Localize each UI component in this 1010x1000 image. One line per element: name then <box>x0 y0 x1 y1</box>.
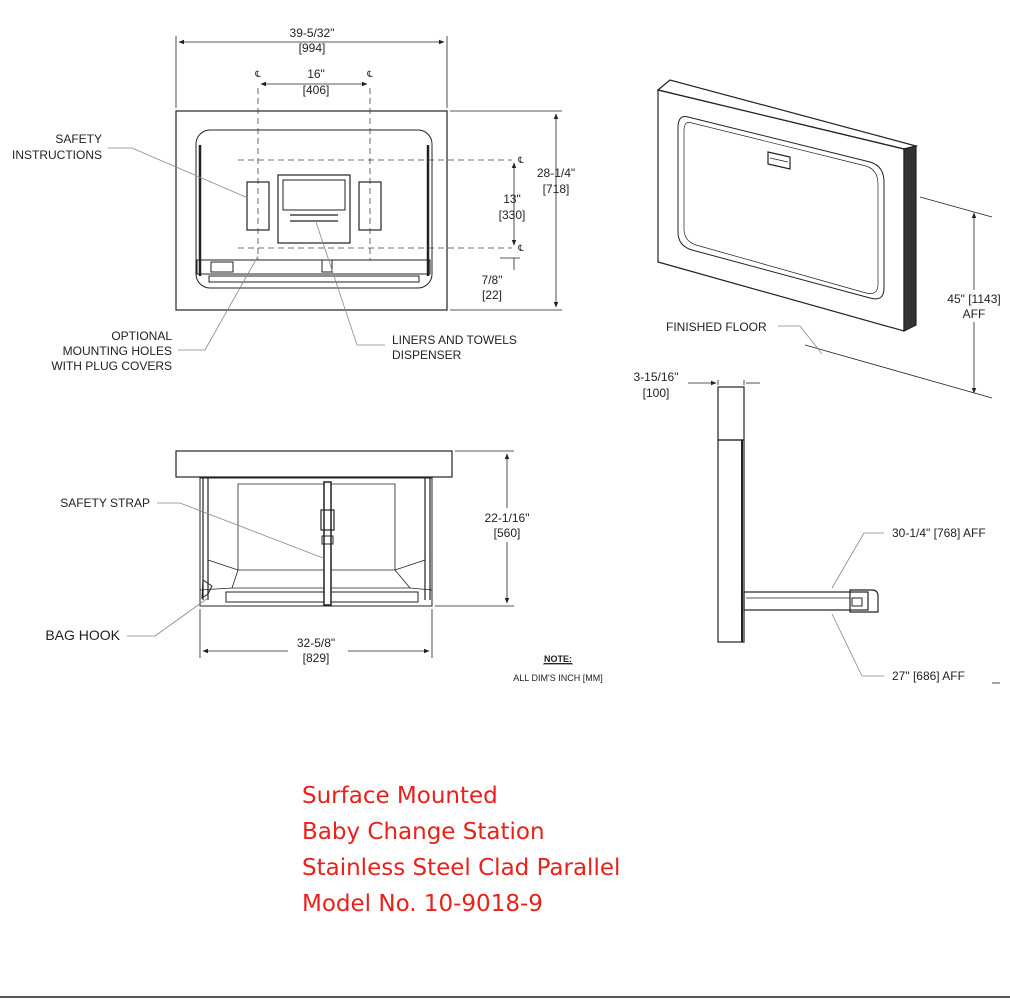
iso-side-face <box>903 145 917 332</box>
centerline-symbol-right: ℄ <box>366 70 373 80</box>
callout-holes-line2: MOUNTING HOLES <box>63 344 172 358</box>
open-bed-tray <box>199 477 433 607</box>
callout-liners-line2: DISPENSER <box>392 348 462 362</box>
centerline-symbol-upper: ℄ <box>517 156 524 166</box>
callout-bag-hook: BAG HOOK <box>45 627 120 643</box>
front-bed-edge <box>196 259 431 275</box>
dim-bed-width-mm: [829] <box>303 651 330 665</box>
iso-latch <box>767 151 791 170</box>
dim-projection: 3-15/16" <box>634 370 679 384</box>
dim-overall-width-mm: [994] <box>299 41 326 55</box>
title-line-1: Surface Mounted <box>302 783 498 809</box>
front-dispenser <box>277 174 351 244</box>
dim-overall-height: 28-1/4" <box>537 166 575 180</box>
side-bed-end <box>849 589 879 613</box>
open-top-housing <box>175 450 453 478</box>
side-bed <box>743 591 869 611</box>
iso-dim-labels: 45" [1143] AFF FINISHED FLOOR <box>666 290 1002 334</box>
front-callouts <box>108 147 385 351</box>
front-dim-labels: 39-5/32" [994] 16" [406] ℄ ℄ ℄ ℄ 28-1/4"… <box>254 26 575 302</box>
front-inner-panel <box>195 129 433 289</box>
dim-mount-spacing: 16" <box>307 67 325 81</box>
dim-hole-offset: 7/8" <box>482 273 503 287</box>
front-callout-labels: SAFETY INSTRUCTIONS OPTIONAL MOUNTING HO… <box>12 132 517 373</box>
note-title: NOTE: <box>544 654 572 664</box>
dim-hole-offset-mm: [22] <box>482 288 502 302</box>
dim-hole-spacing-mm: [330] <box>499 208 526 222</box>
dim-top-height: 30-1/4" [768] AFF <box>892 526 986 540</box>
iso-view <box>656 79 919 332</box>
dim-depth: 22-1/16" <box>485 511 530 525</box>
dim-bed-width: 32-5/8" <box>297 636 335 650</box>
dim-overall-height-mm: [718] <box>543 182 570 196</box>
side-wall-back <box>717 386 745 441</box>
side-dimensions <box>688 380 1000 684</box>
dim-projection-mm: [100] <box>643 386 670 400</box>
callout-holes-line1: OPTIONAL <box>111 329 172 343</box>
iso-front-face <box>657 89 905 332</box>
callout-safety-line2: INSTRUCTIONS <box>12 148 102 162</box>
centerline-symbol-lower: ℄ <box>517 244 524 254</box>
dim-bottom-height: 27" [686] AFF <box>892 669 965 683</box>
front-dimensions <box>175 36 562 311</box>
open-dimensions <box>127 450 514 658</box>
note-text: ALL DIM'S INCH [MM] <box>513 673 602 683</box>
bottom-rule <box>0 996 1010 998</box>
front-view <box>175 110 448 311</box>
callout-holes-line3: WITH PLUG COVERS <box>51 359 172 373</box>
dim-mount-spacing-mm: [406] <box>303 83 330 97</box>
dim-overall-width: 39-5/32" <box>290 26 335 40</box>
title-block: Surface Mounted Baby Change Station Stai… <box>302 778 620 922</box>
open-bed-floor <box>231 483 411 589</box>
side-dim-labels: 3-15/16" [100] 30-1/4" [768] AFF 27" [68… <box>634 370 986 683</box>
open-view <box>175 450 453 607</box>
side-body <box>717 439 745 643</box>
side-view <box>717 386 879 643</box>
title-line-3: Stainless Steel Clad Parallel <box>302 855 621 881</box>
dim-depth-mm: [560] <box>494 526 521 540</box>
dim-mount-height-aff: AFF <box>963 307 986 321</box>
front-outer-frame <box>175 110 448 311</box>
dim-mount-height: 45" [1143] <box>947 292 1000 306</box>
centerline-symbol-left: ℄ <box>254 70 261 80</box>
title-line-4: Model No. 10-9018-9 <box>302 891 543 917</box>
note-block: NOTE: ALL DIM'S INCH [MM] <box>513 654 602 683</box>
iso-inner-panel <box>677 116 885 300</box>
callout-safety-strap: SAFETY STRAP <box>60 496 150 510</box>
front-centerlines <box>238 88 512 260</box>
title-line-2: Baby Change Station <box>302 819 545 845</box>
open-bag-hook <box>201 579 213 599</box>
dim-hole-spacing: 13" <box>503 192 521 206</box>
label-finished-floor: FINISHED FLOOR <box>666 320 767 334</box>
callout-liners-line1: LINERS AND TOWELS <box>392 333 517 347</box>
open-dim-labels: 22-1/16" [560] 32-5/8" [829] SAFETY STRA… <box>45 496 536 665</box>
callout-safety-line1: SAFETY <box>55 132 102 146</box>
